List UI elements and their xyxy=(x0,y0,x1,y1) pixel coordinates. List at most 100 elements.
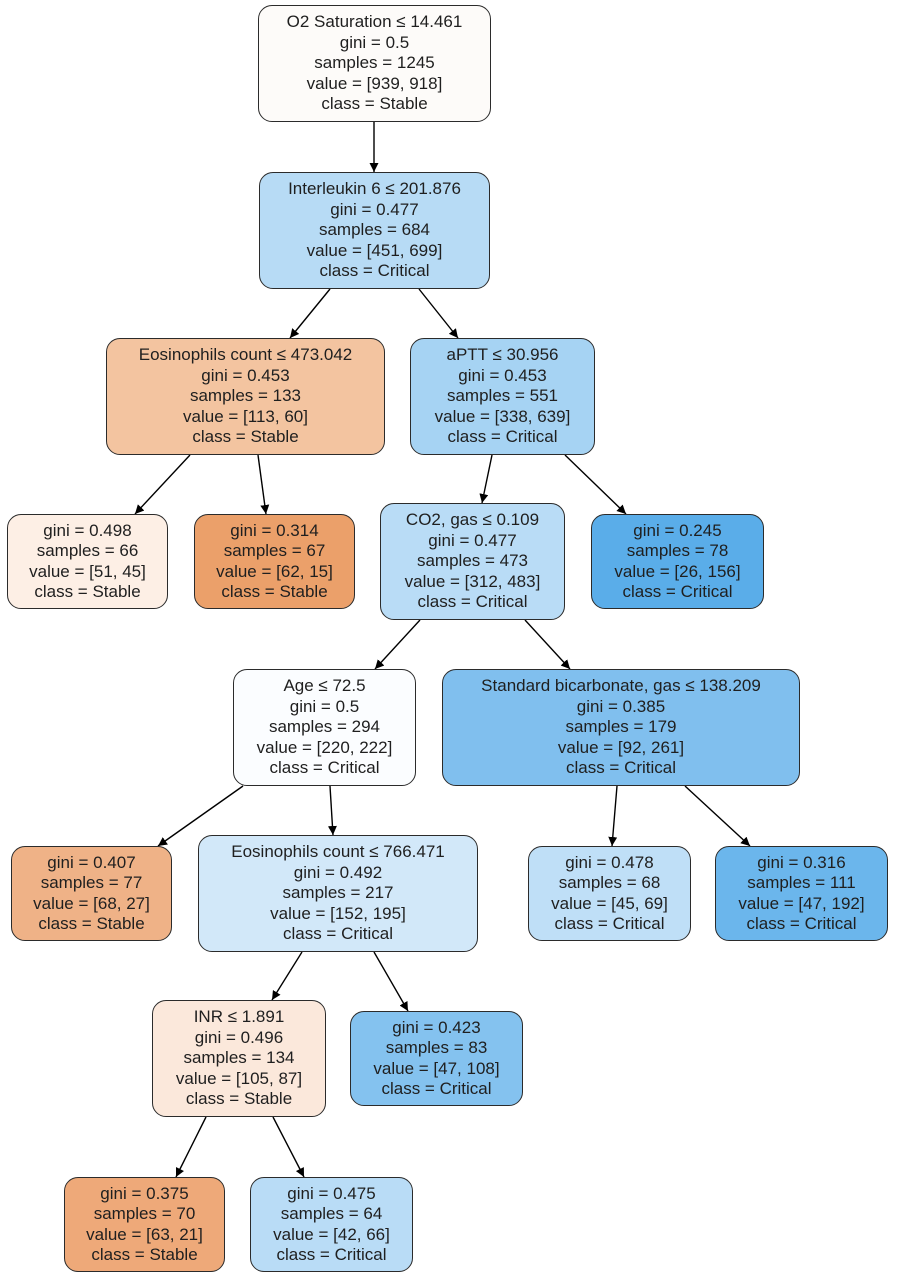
edge-n2-n4 xyxy=(134,454,191,515)
node-line: value = [63, 21] xyxy=(86,1224,203,1244)
node-line: gini = 0.407 xyxy=(47,852,136,872)
node-line: value = [42, 66] xyxy=(273,1224,390,1244)
node-line: value = [47, 108] xyxy=(373,1058,500,1078)
node-line: class = Stable xyxy=(221,582,328,601)
node-line: class = Critical xyxy=(276,1245,387,1264)
node-line: gini = 0.492 xyxy=(293,862,383,882)
node-line: value = [51, 45] xyxy=(29,561,146,581)
node-line: gini = 0.316 xyxy=(757,852,846,872)
node-line: samples = 68 xyxy=(558,873,661,892)
node-line: gini = 0.245 xyxy=(633,520,722,540)
edge-n11-n14 xyxy=(271,951,303,1001)
edge-n11-n15 xyxy=(373,951,409,1012)
node-line: gini = 0.423 xyxy=(392,1017,481,1037)
node-line: CO2, gas ≤ 0.109 xyxy=(405,510,540,530)
node-line: value = [26, 156] xyxy=(614,561,741,581)
edge-n9-n13 xyxy=(684,785,751,847)
node-line: class = Critical xyxy=(381,1079,492,1098)
node-line: gini = 0.477 xyxy=(428,530,517,550)
node-line: value = [113, 60] xyxy=(183,406,308,426)
node-line: Age ≤ 72.5 xyxy=(283,676,366,696)
edge-n9-n12 xyxy=(608,785,618,847)
node-line: O2 Saturation ≤ 14.461 xyxy=(286,12,463,32)
tree-leaf-critical: gini = 0.316 samples = 111 value = [47, … xyxy=(715,846,888,941)
edge-n6-n9 xyxy=(524,619,571,670)
node-line: value = [451, 699] xyxy=(306,240,443,260)
tree-node-root: O2 Saturation ≤ 14.461 gini = 0.5 sample… xyxy=(258,5,491,122)
node-line: class = Stable xyxy=(34,582,141,601)
node-line: samples = 1245 xyxy=(314,53,435,73)
tree-leaf-critical: gini = 0.423 samples = 83 value = [47, 1… xyxy=(350,1011,523,1106)
tree-leaf-critical: gini = 0.478 samples = 68 value = [45, 6… xyxy=(528,846,691,941)
node-line: value = [68, 27] xyxy=(33,893,150,913)
node-line: gini = 0.314 xyxy=(230,520,319,540)
tree-node-standard-bicarbonate: Standard bicarbonate, gas ≤ 138.209 gini… xyxy=(442,669,800,786)
node-line: samples = 64 xyxy=(280,1204,383,1223)
node-line: Eosinophils count ≤ 766.471 xyxy=(231,842,445,862)
node-line: class = Critical xyxy=(565,758,677,778)
node-line: class = Stable xyxy=(91,1245,198,1264)
node-line: Interleukin 6 ≤ 201.876 xyxy=(288,179,461,199)
node-line: value = [45, 69] xyxy=(551,893,668,913)
node-line: samples = 217 xyxy=(282,883,394,903)
node-line: Standard bicarbonate, gas ≤ 138.209 xyxy=(481,676,761,696)
node-line: class = Stable xyxy=(185,1089,293,1109)
node-line: class = Stable xyxy=(321,94,428,114)
node-line: samples = 111 xyxy=(747,873,856,892)
node-line: class = Critical xyxy=(622,582,733,601)
tree-leaf-stable: gini = 0.407 samples = 77 value = [68, 2… xyxy=(11,846,172,941)
node-line: class = Critical xyxy=(417,592,528,612)
tree-leaf-stable: gini = 0.498 samples = 66 value = [51, 4… xyxy=(7,514,168,609)
node-line: value = [312, 483] xyxy=(404,571,541,591)
node-line: class = Stable xyxy=(38,914,145,933)
node-line: class = Critical xyxy=(746,914,857,933)
tree-leaf-stable: gini = 0.314 samples = 67 value = [62, 1… xyxy=(194,514,355,609)
node-line: samples = 66 xyxy=(36,541,139,560)
edge-n2-n5 xyxy=(257,454,270,515)
tree-node-aptt: aPTT ≤ 30.956 gini = 0.453 samples = 551… xyxy=(410,338,595,455)
node-line: gini = 0.475 xyxy=(287,1183,376,1203)
tree-node-eosinophils-766: Eosinophils count ≤ 766.471 gini = 0.492… xyxy=(198,835,478,952)
node-line: Eosinophils count ≤ 473.042 xyxy=(138,345,353,365)
node-line: gini = 0.478 xyxy=(565,852,654,872)
node-line: samples = 78 xyxy=(626,541,729,560)
node-line: class = Critical xyxy=(447,427,558,447)
tree-node-inr: INR ≤ 1.891 gini = 0.496 samples = 134 v… xyxy=(152,1000,326,1117)
node-line: samples = 133 xyxy=(189,386,302,406)
tree-leaf-critical: gini = 0.245 samples = 78 value = [26, 1… xyxy=(591,514,764,609)
node-line: gini = 0.5 xyxy=(289,696,360,716)
edge-n1-n2 xyxy=(289,288,331,339)
node-line: gini = 0.453 xyxy=(201,365,290,385)
node-line: class = Stable xyxy=(192,427,299,447)
node-line: samples = 551 xyxy=(446,386,559,406)
node-line: gini = 0.385 xyxy=(576,696,666,716)
node-line: class = Critical xyxy=(554,914,665,933)
node-line: gini = 0.498 xyxy=(43,520,132,540)
tree-node-eosinophils-473: Eosinophils count ≤ 473.042 gini = 0.453… xyxy=(106,338,385,455)
node-line: samples = 67 xyxy=(223,541,326,560)
node-line: samples = 134 xyxy=(183,1048,295,1068)
node-line: value = [92, 261] xyxy=(557,737,685,757)
node-line: gini = 0.375 xyxy=(100,1183,189,1203)
tree-node-age: Age ≤ 72.5 gini = 0.5 samples = 294 valu… xyxy=(233,669,416,786)
node-line: value = [152, 195] xyxy=(270,903,406,923)
node-line: gini = 0.496 xyxy=(194,1027,284,1047)
node-line: value = [220, 222] xyxy=(256,737,393,757)
edge-n14-n17 xyxy=(272,1116,305,1178)
node-line: gini = 0.453 xyxy=(458,365,547,385)
edge-n3-n7 xyxy=(564,454,627,515)
node-line: value = [939, 918] xyxy=(306,73,443,93)
edge-n14-n16 xyxy=(175,1116,207,1178)
node-line: value = [62, 15] xyxy=(216,561,333,581)
node-line: gini = 0.5 xyxy=(339,32,410,52)
tree-node-interleukin-6: Interleukin 6 ≤ 201.876 gini = 0.477 sam… xyxy=(259,172,490,289)
node-line: samples = 179 xyxy=(565,717,677,737)
tree-leaf-stable: gini = 0.375 samples = 70 value = [63, 2… xyxy=(64,1177,225,1272)
node-line: class = Critical xyxy=(282,924,394,944)
node-line: class = Critical xyxy=(269,758,380,778)
node-line: value = [47, 192] xyxy=(738,893,865,913)
node-line: gini = 0.477 xyxy=(330,199,419,219)
node-line: value = [338, 639] xyxy=(434,406,571,426)
node-line: samples = 77 xyxy=(40,873,143,892)
node-line: class = Critical xyxy=(319,261,430,281)
